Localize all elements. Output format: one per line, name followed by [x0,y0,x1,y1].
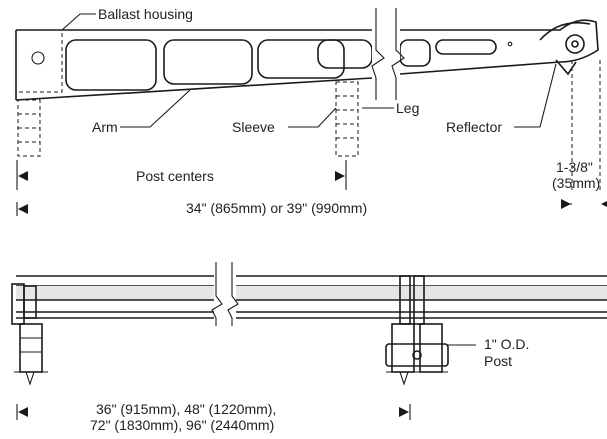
ballast-mount-hole [31,51,45,65]
arm-window-1 [65,39,157,91]
left-post-break [14,371,48,386]
offset-dimension [561,199,607,209]
offset-label-line1: 1-3/8" [556,159,593,175]
reflector-label: Reflector [446,119,502,135]
arm-window-3 [257,39,345,79]
bottom-size-line2: 72" (1830mm), 96" (2440mm) [90,417,274,433]
arm-break-right [391,8,405,100]
reflector-tab [555,59,577,76]
post-centers-label: Post centers [136,168,214,184]
bottom-dimension [16,404,411,420]
post-od-label-line1: 1" O.D. [484,336,529,352]
conveyor-break-right [227,262,239,326]
leg-label: Leg [396,100,419,116]
reflector-pivot-outer [565,34,585,54]
arm-slot [435,39,497,55]
arm-window-4 [317,39,373,69]
arm-window-2 [163,39,253,85]
mid-frame-right [413,275,425,325]
arm-break-left [371,8,385,100]
arm-window-5 [399,39,431,67]
middle-post-left [391,323,415,373]
post-centers-dimension [16,160,347,216]
arm-small-hole [507,41,513,47]
belt-band [16,286,607,300]
middle-leg [335,81,359,157]
ballast-housing-outline [15,29,63,93]
top-leaders [61,13,557,128]
offset-label-line2: (35mm) [552,175,600,191]
reflector-pivot-inner [571,40,579,48]
arm-label: Arm [92,119,118,135]
middle-post-right [419,323,443,373]
conveyor-side-view [11,262,607,386]
middle-post-break [386,371,448,386]
bottom-size-line1: 36" (915mm), 48" (1220mm), [96,401,276,417]
post-od-label-line2: Post [484,353,512,369]
light-arm-assembly [15,8,601,190]
post-clamp [385,343,449,367]
left-post [19,323,43,373]
ballast-housing-label: Ballast housing [98,6,193,22]
sleeve-label: Sleeve [232,119,275,135]
post-spacing-label: 34" (865mm) or 39" (990mm) [186,200,367,216]
arm-outline [15,19,599,101]
conveyor-break-left [211,262,223,326]
clamp-bolt [412,350,422,360]
